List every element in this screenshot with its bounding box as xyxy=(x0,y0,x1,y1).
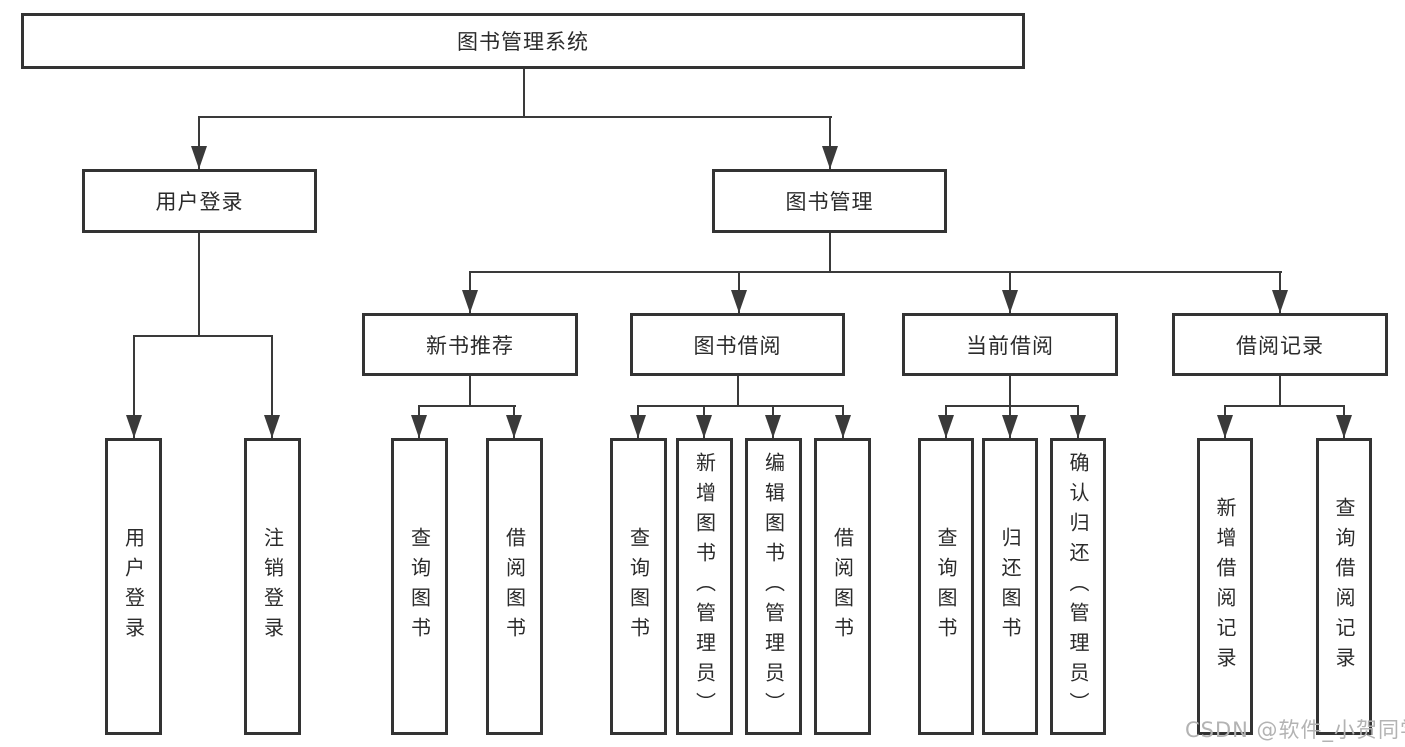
leaf-label: 借阅图书 xyxy=(830,526,855,647)
connector-segment xyxy=(1224,405,1345,407)
node-label: 用户登录 xyxy=(155,190,244,214)
connector-segment xyxy=(133,335,135,438)
connector-segment xyxy=(133,335,273,337)
node-label: 图书管理 xyxy=(785,190,874,214)
connector-segment xyxy=(469,271,1282,273)
node-new-book-recommend: 新书推荐 xyxy=(362,313,578,376)
node-book-borrowing: 图书借阅 xyxy=(630,313,845,376)
connector-segment xyxy=(829,116,831,169)
leaf-label: 注销登录 xyxy=(260,526,285,647)
arrow-down-icon xyxy=(731,290,747,313)
connector-segment xyxy=(271,335,273,438)
connector-segment xyxy=(1009,376,1011,407)
arrow-down-icon xyxy=(835,415,851,438)
arrow-down-icon xyxy=(630,415,646,438)
arrow-down-icon xyxy=(1336,415,1352,438)
connector-segment xyxy=(523,69,525,118)
leaf-borrow-books-recommend: 借阅图书 xyxy=(486,438,543,735)
connector-segment xyxy=(198,233,200,337)
arrow-down-icon xyxy=(1217,415,1233,438)
arrow-down-icon xyxy=(1002,290,1018,313)
arrow-down-icon xyxy=(1002,415,1018,438)
connector-segment xyxy=(469,376,471,407)
arrow-down-icon xyxy=(191,146,207,169)
leaf-user-login: 用户登录 xyxy=(105,438,162,735)
arrow-down-icon xyxy=(126,415,142,438)
leaf-add-books-admin: 新增图书（管理员） xyxy=(676,438,733,735)
leaf-label: 编辑图书（管理员） xyxy=(761,451,786,722)
node-label: 新书推荐 xyxy=(426,333,514,358)
csdn-watermark: CSDN @软件_小贺同学 xyxy=(1185,718,1405,742)
leaf-confirm-return-admin: 确认归还（管理员） xyxy=(1050,438,1106,735)
leaf-query-books-current: 查询图书 xyxy=(918,438,974,735)
leaf-label: 新增图书（管理员） xyxy=(692,451,717,722)
connector-segment xyxy=(737,376,739,407)
leaf-return-books: 归还图书 xyxy=(982,438,1038,735)
leaf-logout: 注销登录 xyxy=(244,438,301,735)
arrow-down-icon xyxy=(462,290,478,313)
arrow-down-icon xyxy=(1070,415,1086,438)
arrow-down-icon xyxy=(938,415,954,438)
leaf-label: 查询借阅记录 xyxy=(1332,496,1356,677)
arrow-down-icon xyxy=(822,146,838,169)
connector-segment xyxy=(198,116,832,118)
leaf-add-borrow-record: 新增借阅记录 xyxy=(1197,438,1253,735)
node-library-system: 图书管理系统 xyxy=(21,13,1025,69)
leaf-label: 用户登录 xyxy=(121,526,146,647)
leaf-label: 确认归还（管理员） xyxy=(1066,451,1090,722)
leaf-edit-books-admin: 编辑图书（管理员） xyxy=(745,438,802,735)
node-label: 借阅记录 xyxy=(1236,333,1324,358)
connector-segment xyxy=(637,405,844,407)
leaf-query-books-recommend: 查询图书 xyxy=(391,438,448,735)
connector-segment xyxy=(1279,376,1281,407)
node-book-management: 图书管理 xyxy=(712,169,947,233)
leaf-label: 归还图书 xyxy=(998,526,1022,647)
node-label: 图书管理系统 xyxy=(457,30,589,54)
node-label: 图书借阅 xyxy=(693,333,782,358)
connector-segment xyxy=(418,405,516,407)
node-label: 当前借阅 xyxy=(966,333,1054,358)
arrow-down-icon xyxy=(696,415,712,438)
node-current-borrowing: 当前借阅 xyxy=(902,313,1118,376)
arrow-down-icon xyxy=(264,415,280,438)
arrow-down-icon xyxy=(506,415,522,438)
connector-segment xyxy=(829,233,831,273)
arrow-down-icon xyxy=(1272,290,1288,313)
leaf-query-borrow-record: 查询借阅记录 xyxy=(1316,438,1372,735)
leaf-label: 借阅图书 xyxy=(502,526,527,647)
arrow-down-icon xyxy=(411,415,427,438)
node-user-login: 用户登录 xyxy=(82,169,317,233)
node-borrowing-records: 借阅记录 xyxy=(1172,313,1388,376)
arrow-down-icon xyxy=(765,415,781,438)
leaf-label: 新增借阅记录 xyxy=(1213,496,1237,677)
leaf-query-books-borrowing: 查询图书 xyxy=(610,438,667,735)
connector-segment xyxy=(198,116,200,169)
leaf-borrow-books: 借阅图书 xyxy=(814,438,871,735)
leaf-label: 查询图书 xyxy=(626,526,651,647)
leaf-label: 查询图书 xyxy=(934,526,958,647)
connector-segment xyxy=(945,405,1079,407)
leaf-label: 查询图书 xyxy=(407,526,432,647)
